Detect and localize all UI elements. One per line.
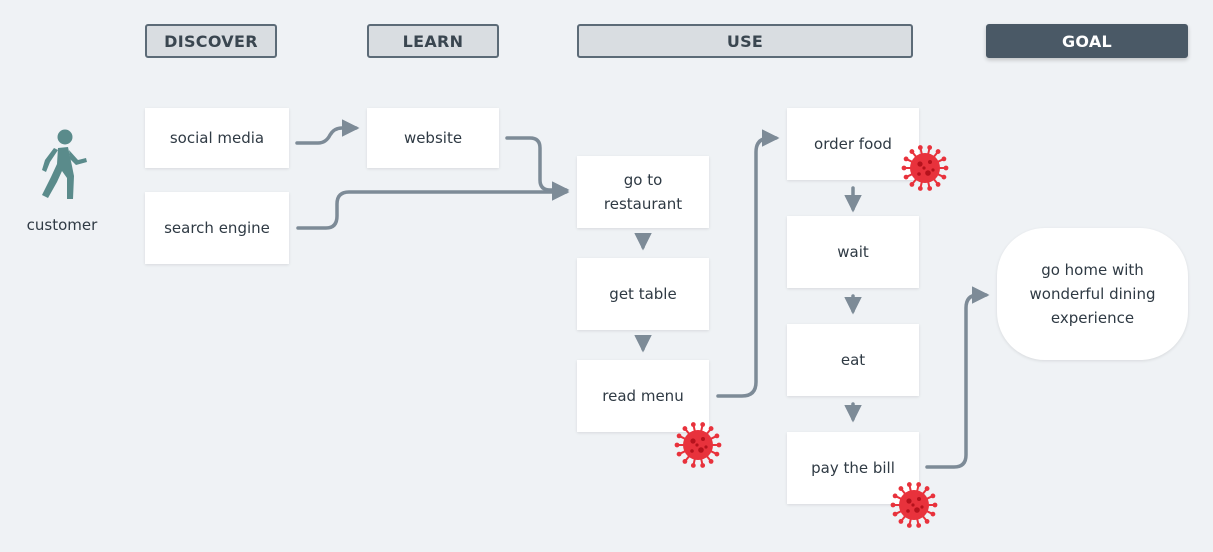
step-read-menu[interactable]: read menu xyxy=(577,360,709,432)
stage-learn: LEARN xyxy=(367,24,499,58)
step-label: search engine xyxy=(164,219,270,237)
step-social-media[interactable]: social media xyxy=(145,108,289,168)
step-label: pay the bill xyxy=(811,459,895,477)
stage-use: USE xyxy=(577,24,913,58)
connector-menu-to-order xyxy=(716,129,780,398)
virus-icon xyxy=(901,145,949,191)
stage-goal: GOAL xyxy=(986,24,1188,58)
persona-label: customer xyxy=(26,216,98,234)
step-website[interactable]: website xyxy=(367,108,499,168)
step-label: social media xyxy=(169,129,265,147)
step-label: read menu xyxy=(602,387,684,405)
step-label: eat xyxy=(840,351,866,369)
connector-search-to-restaurant xyxy=(296,183,570,230)
connector-pay-to-goal xyxy=(925,286,990,469)
step-label: wait xyxy=(837,243,869,261)
step-label: get table xyxy=(609,285,677,303)
step-search-engine[interactable]: search engine xyxy=(145,192,289,264)
step-label: order food xyxy=(814,135,892,153)
step-go-to-restaurant[interactable]: go to restaurant xyxy=(577,156,709,228)
stage-discover: DISCOVER xyxy=(145,24,277,58)
step-order-food[interactable]: order food xyxy=(787,108,919,180)
goal-label: go home with wonderful dining experience xyxy=(1029,261,1156,327)
step-label: go to restaurant xyxy=(603,171,683,213)
step-pay-the-bill[interactable]: pay the bill xyxy=(787,432,919,504)
virus-icon xyxy=(674,422,722,468)
step-wait[interactable]: wait xyxy=(787,216,919,288)
virus-icon xyxy=(890,482,938,528)
step-eat[interactable]: eat xyxy=(787,324,919,396)
step-label: website xyxy=(403,129,463,147)
step-get-table[interactable]: get table xyxy=(577,258,709,330)
connector-website-to-restaurant xyxy=(505,136,570,199)
goal-node[interactable]: go home with wonderful dining experience xyxy=(997,228,1188,360)
walking-person-icon xyxy=(42,129,87,199)
connector-social-to-website xyxy=(295,119,360,145)
